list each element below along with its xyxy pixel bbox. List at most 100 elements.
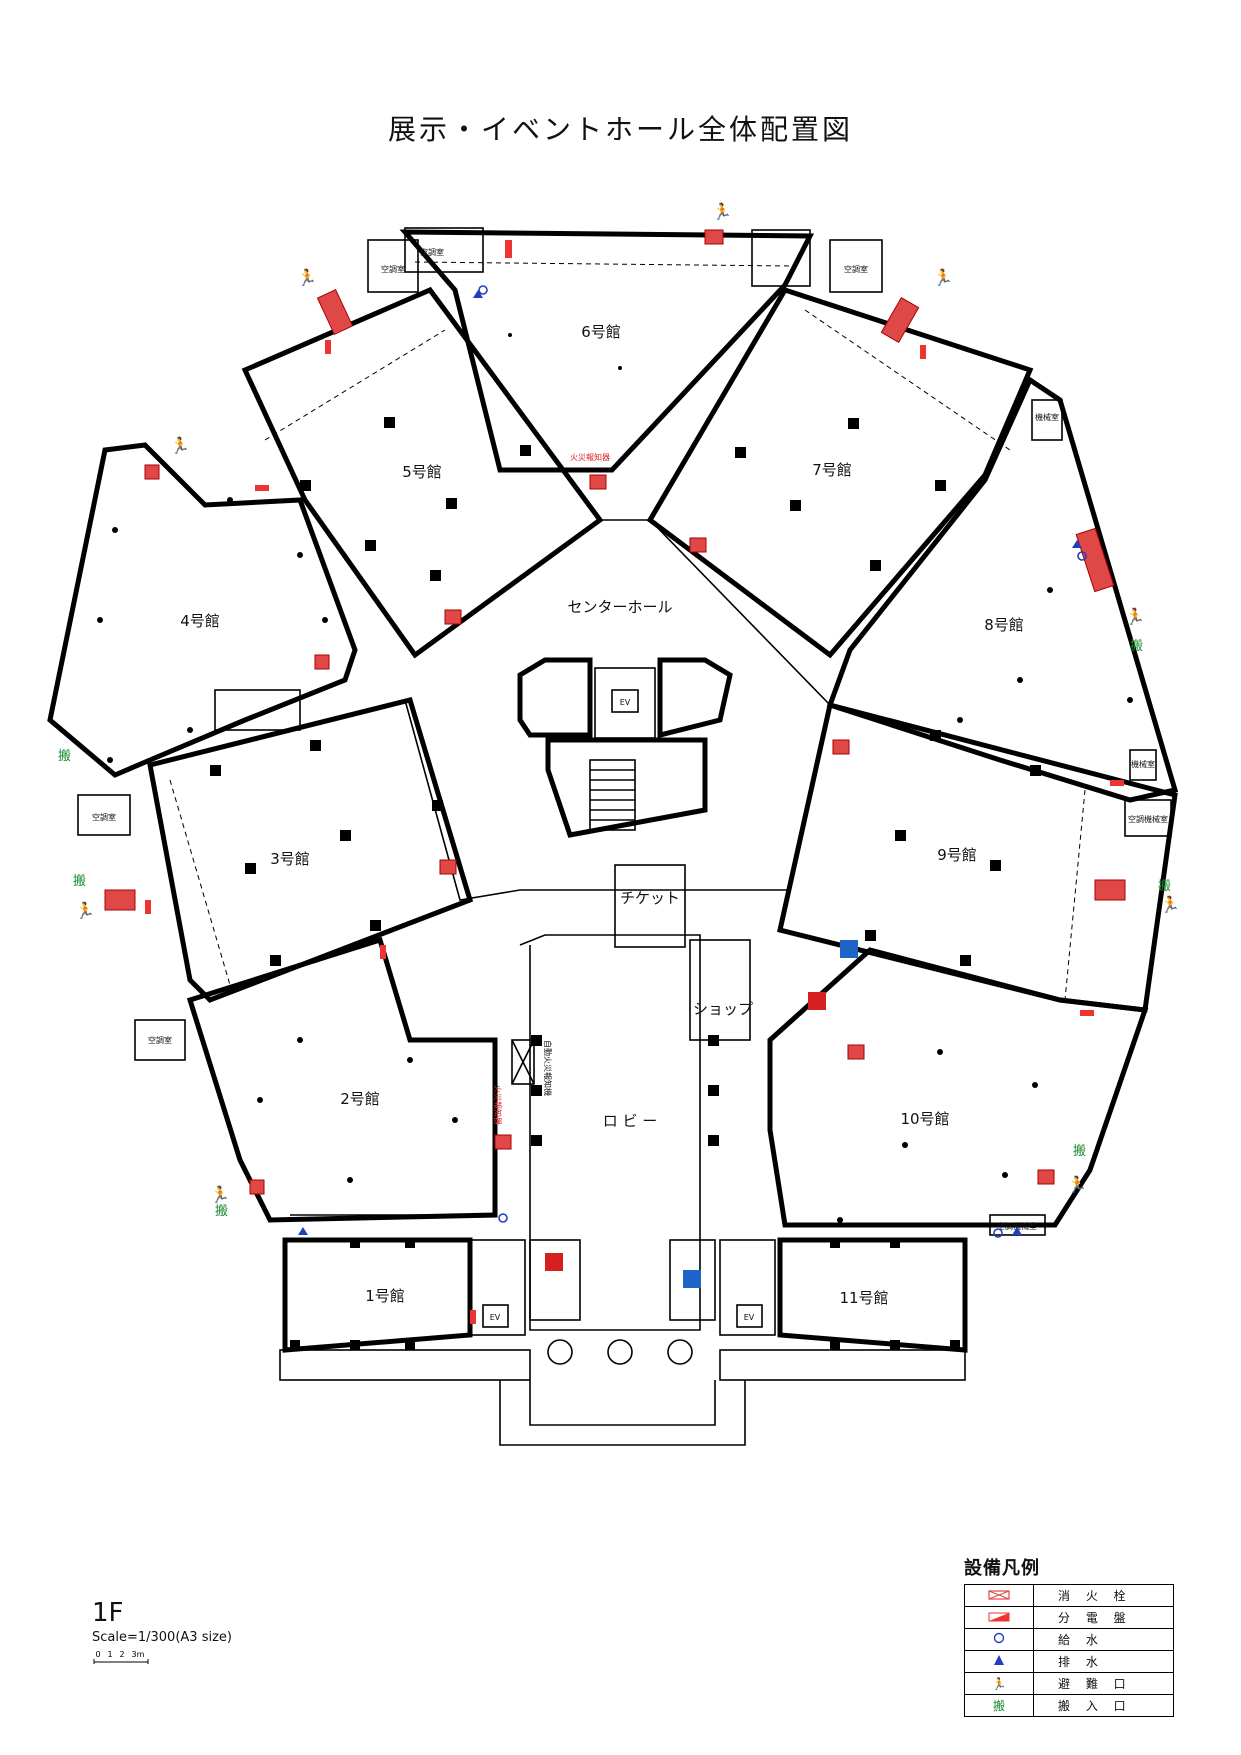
ac-room-label-7: 空調室 [844,264,868,274]
shop-label: ショップ [693,1000,753,1018]
hydrant-icon [494,1134,512,1150]
hydrant-icon [988,1589,1010,1600]
male-restroom-icon [683,1270,701,1288]
hall-8[interactable]: 8号館 機械室 機械室 [826,376,1179,803]
hydrant-icon [704,229,724,245]
carry-in-icon: 搬 [58,749,71,764]
legend-label: 消 火 栓 [1033,1584,1174,1607]
hall-4[interactable]: 4号館 [47,442,358,778]
water-supply-icon [498,1213,508,1223]
legend-row: 搬 搬 入 口 [964,1694,1174,1717]
exit-icons: 🏃 🏃 🏃 🏃 🏃 🏃 🏃 🏃 🏃 [75,202,1180,1204]
lobby[interactable]: ロ ビ ー チケット ショップ 自動火災報知機 火災報知器 [493,864,753,1331]
hall-5[interactable]: 5号館 空調室 [241,239,604,659]
hydrant-icon [314,654,330,670]
carry-in-icon: 搬 [964,1694,1034,1717]
legend-row: 排 水 [964,1650,1174,1673]
panel-icon [145,900,151,914]
center-ev-label: EV [620,698,631,707]
hydrant-icon [1094,879,1126,901]
hydrant-icon [589,474,607,490]
hall-11[interactable]: 11号館 EV [669,1237,968,1381]
carry-in-icons: 搬 搬 搬 搬 搬 搬 [58,639,1171,1219]
carry-in-icon: 搬 [215,1204,228,1219]
scale-tick: 1 [107,1650,112,1659]
scale-bar: 0 1 2 3m [93,1650,149,1664]
ticket-label: チケット [620,889,680,907]
hall-6-label: 6号館 [581,323,621,341]
hall-7[interactable]: 7号館 空調室 [646,239,1034,659]
emergency-exit-icon: 🏃 [964,1672,1034,1695]
emergency-exit-icon: 🏃 [75,901,95,920]
panel-icon [325,340,331,354]
emergency-exit-icon: 🏃 [712,202,732,221]
fire-detector-label-2: 火災報知器 [493,1085,503,1125]
floor-label: 1F [92,1598,124,1628]
hydrant-icon [316,288,354,336]
legend-table: 消 火 栓 分 電 盤 給 水 排 水 🏃 避 難 口 搬 搬 入 口 [964,1584,1174,1717]
ac-machine-room-label-9: 空調機械室 [1128,814,1168,824]
hall-6[interactable]: 6号館 空調室 [399,227,815,473]
entrance-canopy [499,1339,746,1446]
legend-row: 消 火 栓 [964,1584,1174,1607]
panel-icon [255,485,269,491]
center-hall[interactable]: センターホール EV [404,519,831,901]
ac-room-label-2: 空調室 [148,1035,172,1045]
machine-room-label-8b: 機械室 [1131,759,1155,769]
ev-label-1: EV [490,1313,501,1322]
carry-in-icon: 搬 [1073,1144,1086,1159]
hall-3[interactable]: 3号館 空調室 [77,696,474,1003]
hall-3-label: 3号館 [270,850,310,868]
legend-title: 設備凡例 [964,1558,1040,1579]
legend-label: 給 水 [1033,1628,1174,1651]
lobby-label: ロ ビ ー [603,1112,658,1130]
hydrant-icon [689,537,707,553]
ac-machine-room-label-10: 空調機械室 [997,1221,1037,1231]
emergency-exit-icon: 🏃 [1160,895,1180,914]
page-title: 展示・イベントホール全体配置図 [387,113,853,146]
scale-label: Scale=1/300(A3 size) [92,1630,232,1645]
legend-row: 給 水 [964,1628,1174,1651]
hall-4-label: 4号館 [180,612,220,630]
hydrant-icon [1075,527,1115,593]
fire-detector-label: 火災報知器 [570,452,610,462]
water-supply-icon [993,1228,1003,1238]
hydrant-icon [444,609,462,625]
panel-icon [470,1310,476,1324]
hall-2-label: 2号館 [340,1090,380,1108]
carry-in-icon: 搬 [1158,879,1171,894]
panel-icon [1110,780,1124,786]
panel-icon [1080,1010,1094,1016]
hall-1-label: 1号館 [365,1287,405,1305]
female-restroom-icon [808,992,826,1010]
panel-icon [505,240,512,258]
legend-label: 避 難 口 [1033,1672,1174,1695]
water-supply-icon [478,285,488,295]
scale-tick: 0 [95,1650,100,1659]
restroom-icons [545,940,858,1288]
legend-row: 分 電 盤 [964,1606,1174,1629]
hydrant-icon [439,859,457,875]
drainage-icon [1012,1227,1022,1235]
machine-room-label-8: 機械室 [1035,412,1059,422]
carry-in-icon: 搬 [73,874,86,889]
emergency-exit-icon: 🏃 [933,268,953,287]
drainage-icon [1072,540,1082,548]
legend-label: 搬 入 口 [1033,1694,1174,1717]
water-supply-icon [1077,551,1087,561]
emergency-exit-icon: 🏃 [297,268,317,287]
hydrant-icons [104,229,1126,1195]
emergency-exit-icon: 🏃 [1067,1175,1087,1194]
ev-label-11: EV [744,1313,755,1322]
hydrant-icon [249,1179,265,1195]
panel-icons [145,240,1124,1324]
hall-1[interactable]: 1号館 EV [279,1237,581,1381]
hall-10[interactable]: 10号館 空調機械室 [767,947,1149,1236]
water-icons [298,285,1087,1238]
legend-label: 分 電 盤 [1033,1606,1174,1629]
panel-icon [380,945,386,959]
female-restroom-icon [545,1253,563,1271]
hall-9-label: 9号館 [937,846,977,864]
panel-icon [988,1612,1010,1621]
hall-2[interactable]: 2号館 空調室 [134,936,498,1223]
